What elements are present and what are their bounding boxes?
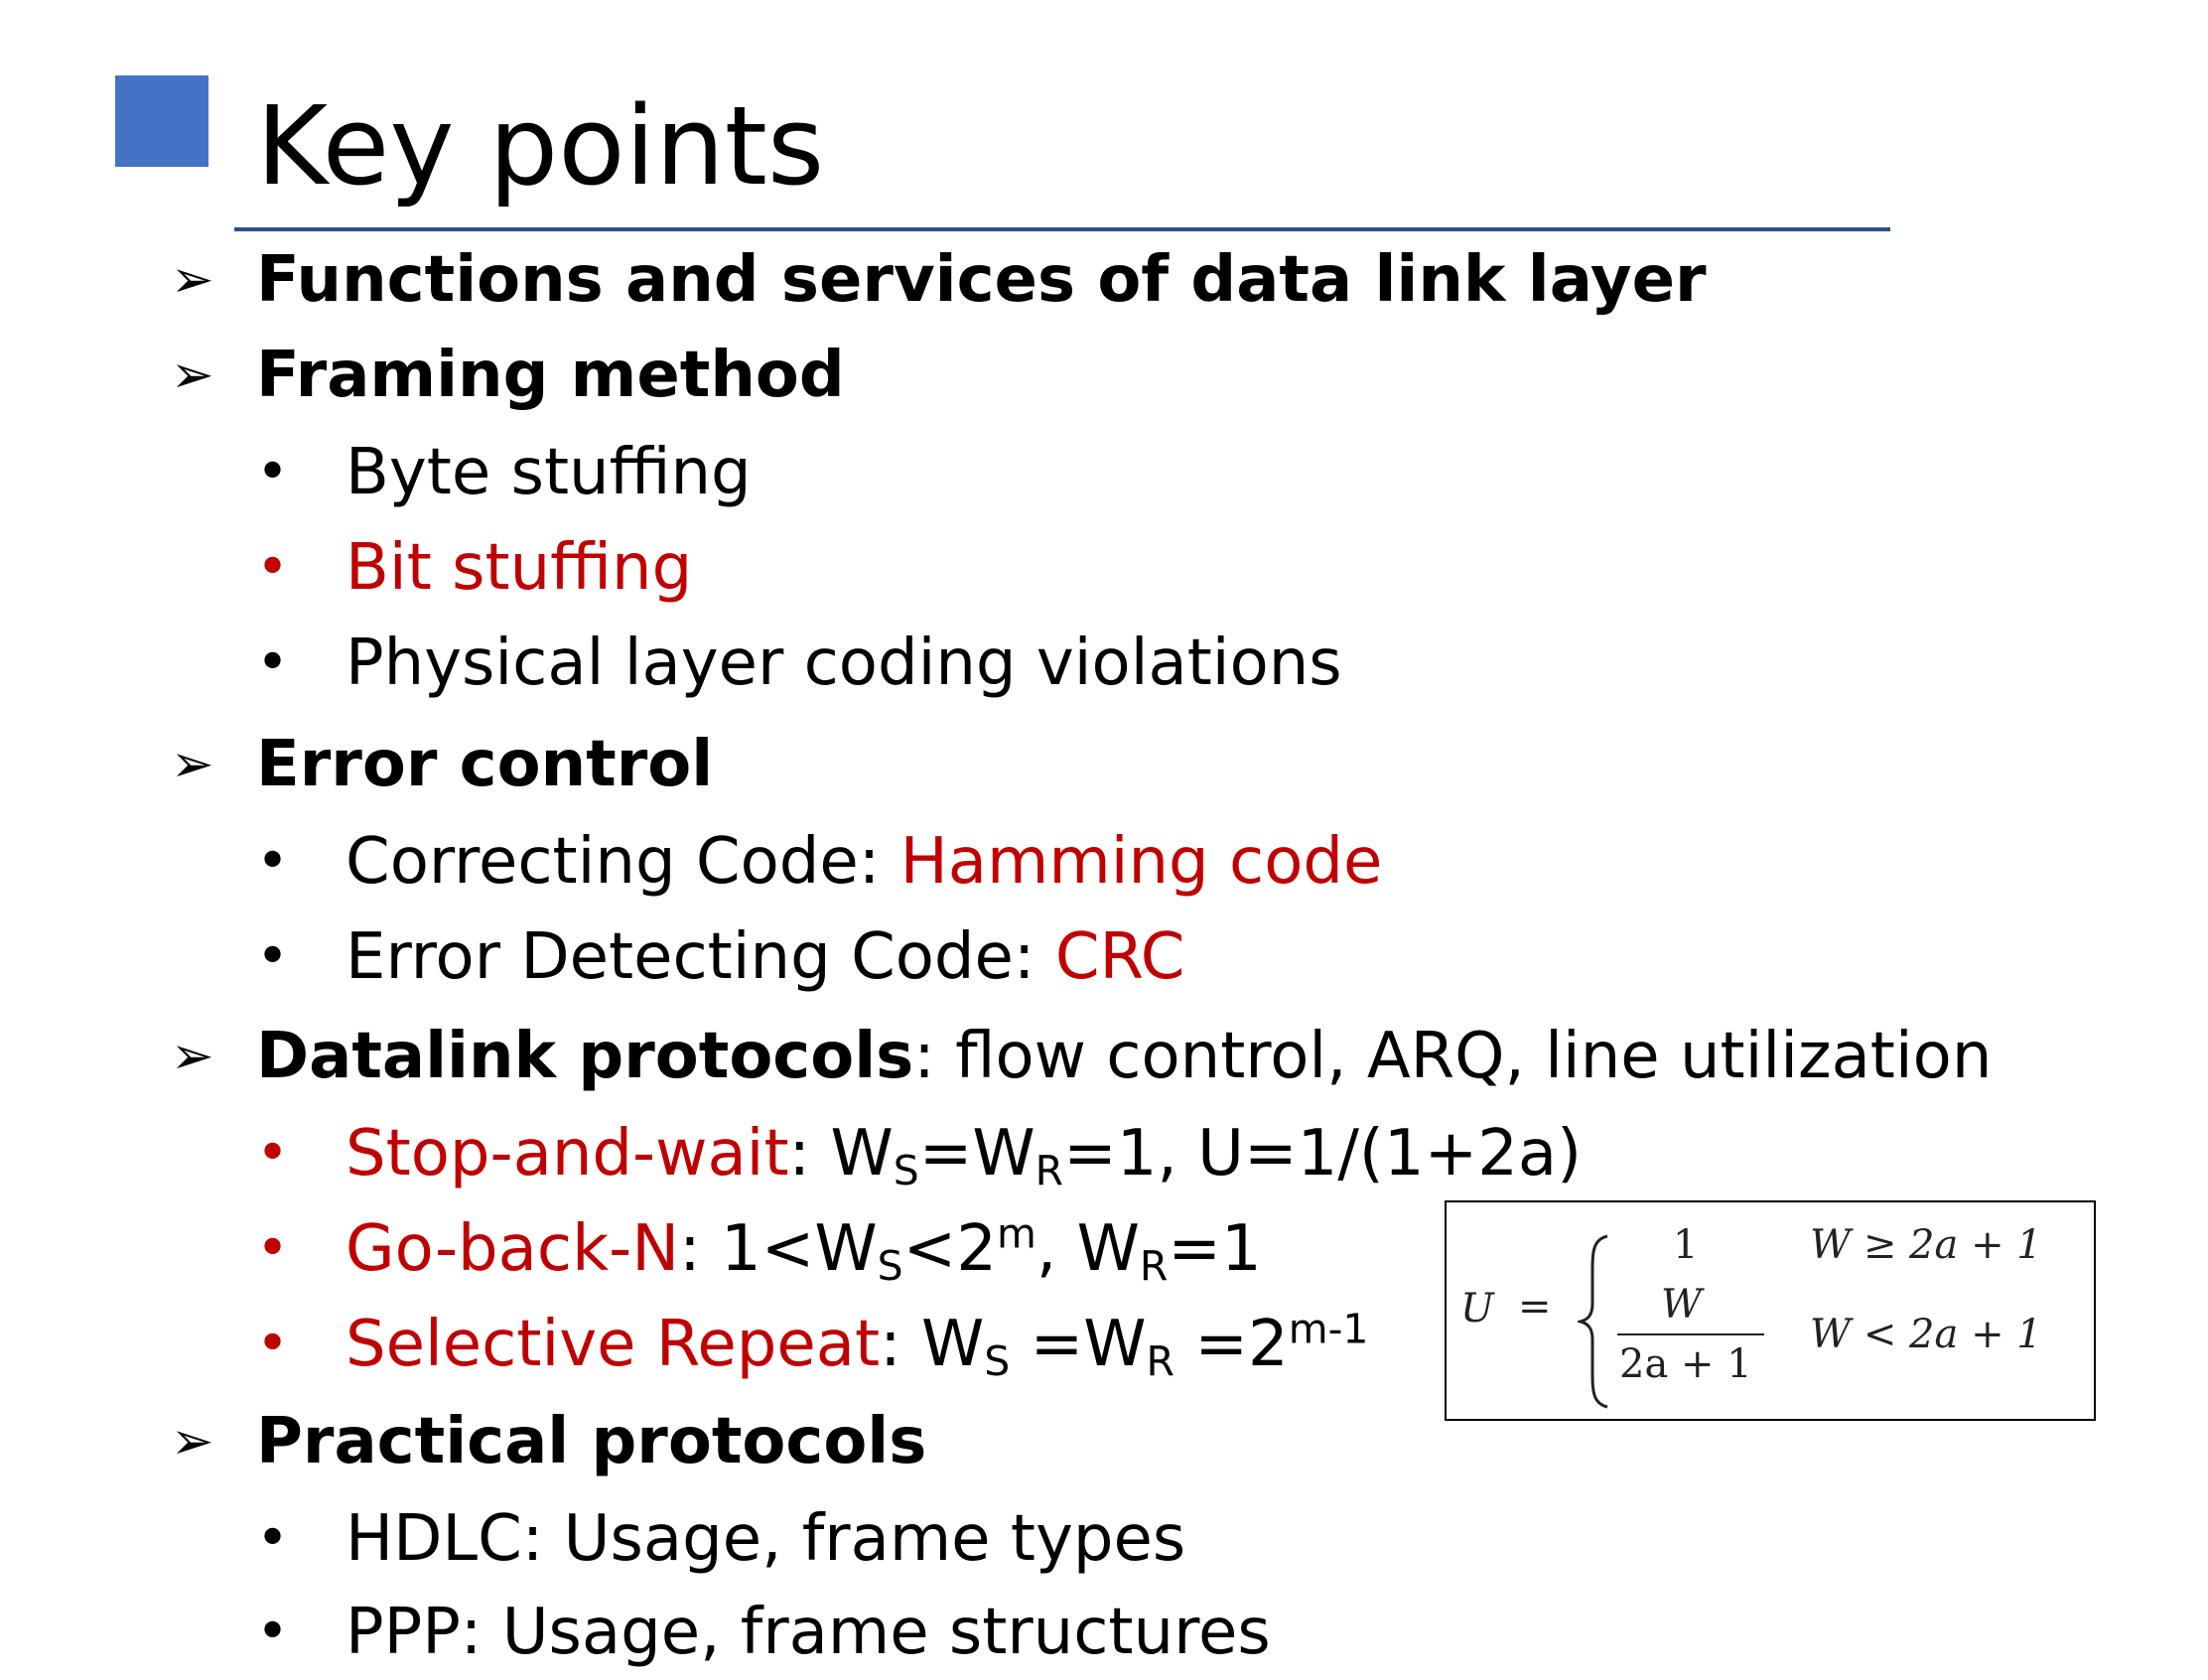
subscript-r: R [1139, 1242, 1169, 1291]
crc-text: CRC [1054, 920, 1185, 994]
item-selective-repeat: Selective Repeat: WS =WR =2m-1 [345, 1297, 1368, 1392]
selective-repeat-text: =2 [1174, 1308, 1289, 1381]
formula-lhs: U [1460, 1286, 1494, 1331]
go-back-n-text: <2 [902, 1212, 997, 1286]
utilization-formula-box: U = 1 W ≥ 2a + 1 W 2a + 1 W < 2a + 1 [1445, 1200, 2096, 1421]
item-stop-and-wait: Stop-and-wait: WS=WR=1, U=1/(1+2a) [345, 1106, 1582, 1201]
stop-and-wait-text: : W [788, 1117, 894, 1190]
subscript-s: S [893, 1147, 919, 1195]
page-title: Key points [256, 82, 825, 210]
case2-denominator: 2a + 1 [1619, 1341, 1752, 1387]
case2-numerator: W [1661, 1282, 1703, 1328]
subscript-r: R [1146, 1337, 1174, 1386]
correcting-code-label: Correcting Code: [345, 825, 900, 899]
item-ppp: PPP: Usage, frame structures [345, 1596, 1271, 1669]
selective-repeat-name: Selective Repeat [345, 1308, 881, 1381]
heading-error-control: Error control [256, 728, 714, 801]
subscript-r: R [1035, 1147, 1064, 1195]
datalink-label: Datalink protocols [256, 1020, 914, 1093]
go-back-n-text: : 1<W [679, 1212, 878, 1286]
arrow-bullet-icon: ➢ [171, 1412, 214, 1471]
item-detecting-code: Error Detecting Code: CRC [345, 910, 1184, 1005]
superscript-m: m [996, 1209, 1036, 1258]
bullet-dot-icon: • [256, 1121, 290, 1186]
detecting-code-label: Error Detecting Code: [345, 920, 1055, 994]
go-back-n-name: Go-back-N [345, 1212, 680, 1286]
formula-equals: = [1518, 1284, 1552, 1330]
item-byte-stuffing: Byte stuffing [345, 436, 752, 509]
item-correcting-code: Correcting Code: Hamming code [345, 814, 1382, 910]
item-go-back-n: Go-back-N: 1<WS<2m, WR=1 [345, 1201, 1262, 1297]
title-accent-square [115, 75, 208, 167]
bullet-dot-icon: • [256, 1600, 290, 1664]
superscript-m-minus-1: m-1 [1288, 1305, 1369, 1353]
stop-and-wait-text: =1, U=1/(1+2a) [1063, 1117, 1583, 1190]
case1-value: 1 [1673, 1222, 1699, 1268]
heading-datalink: Datalink protocols: flow control, ARQ, l… [256, 1009, 1992, 1104]
arrow-bullet-icon: ➢ [171, 735, 214, 794]
bullet-dot-icon: • [256, 535, 290, 600]
bullet-dot-icon: • [256, 924, 290, 989]
arrow-bullet-icon: ➢ [171, 250, 214, 310]
stop-and-wait-text: =W [918, 1117, 1035, 1190]
go-back-n-text: , W [1035, 1212, 1140, 1286]
bullet-dot-icon: • [256, 829, 290, 894]
bullet-dot-icon: • [256, 1216, 290, 1281]
heading-framing: Framing method [256, 339, 845, 412]
bullet-dot-icon: • [256, 1506, 290, 1571]
fraction-bar [1617, 1333, 1764, 1335]
item-hdlc: HDLC: Usage, frame types [345, 1502, 1186, 1576]
selective-repeat-text: : W [880, 1308, 985, 1381]
go-back-n-text: =1 [1168, 1212, 1262, 1286]
subscript-s: S [984, 1337, 1011, 1386]
case2-condition: W < 2a + 1 [1810, 1312, 2042, 1357]
datalink-description: : flow control, ARQ, line utilization [913, 1020, 1993, 1093]
left-brace-icon [1578, 1234, 1608, 1409]
heading-functions: Functions and services of data link laye… [256, 243, 1707, 317]
case1-condition: W ≥ 2a + 1 [1810, 1222, 2042, 1268]
bullet-dot-icon: • [256, 1312, 290, 1376]
arrow-bullet-icon: ➢ [171, 346, 214, 405]
bullet-dot-icon: • [256, 440, 290, 504]
arrow-bullet-icon: ➢ [171, 1027, 214, 1086]
stop-and-wait-name: Stop-and-wait [345, 1117, 789, 1190]
item-coding-violations: Physical layer coding violations [345, 627, 1342, 700]
selective-repeat-text: =W [1010, 1308, 1147, 1381]
bullet-dot-icon: • [256, 630, 290, 695]
item-bit-stuffing: Bit stuffing [345, 531, 693, 605]
heading-practical: Practical protocols [256, 1405, 927, 1478]
hamming-code-text: Hamming code [899, 825, 1383, 899]
subscript-s: S [877, 1242, 903, 1291]
title-underline [234, 227, 1890, 231]
